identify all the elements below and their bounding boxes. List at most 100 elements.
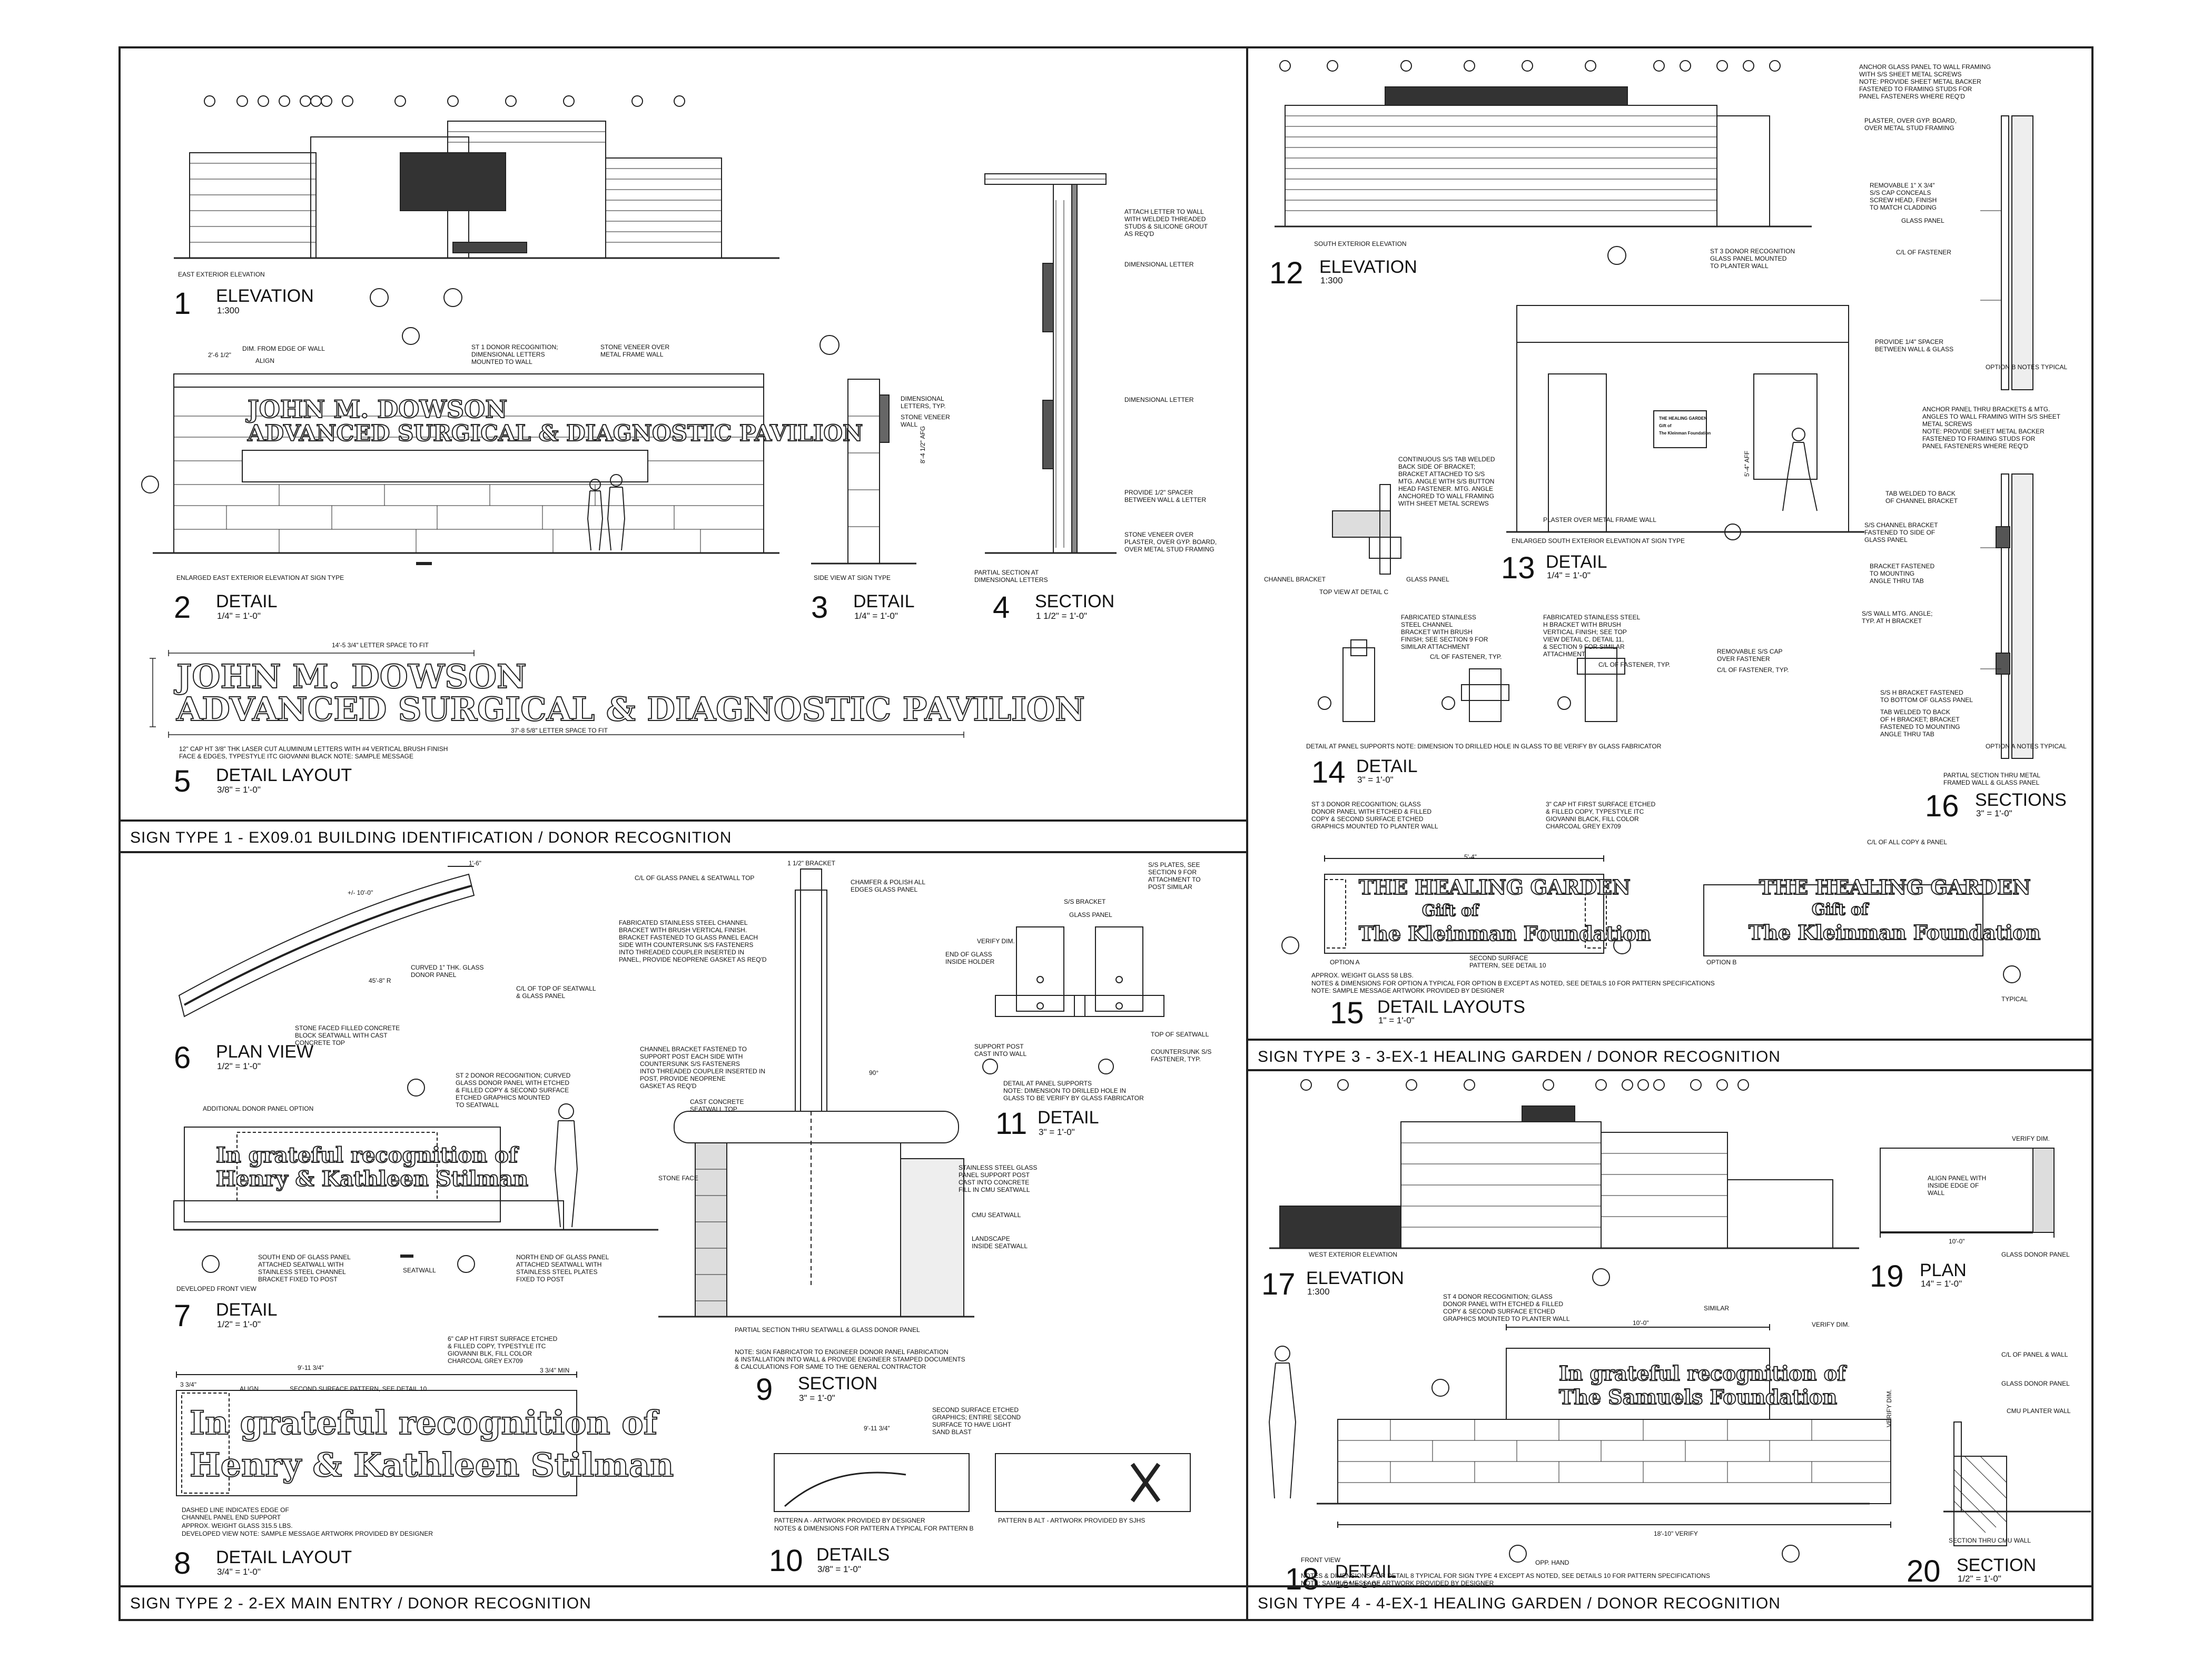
note-verify-dim: VERIFY DIM. bbox=[977, 937, 1015, 945]
section-20-drawing bbox=[1943, 1421, 2091, 1546]
view-title-14: DETAIL bbox=[1356, 756, 1418, 776]
note-attach-letter: ATTACH LETTER TO WALL WITH WELDED THREAD… bbox=[1124, 208, 1208, 238]
note-ss-wall-angle: S/S WALL MTG. ANGLE; TYP. AT H BRACKET bbox=[1862, 610, 1933, 625]
note-stone-veneer: STONE VENEER OVER METAL FRAME WALL bbox=[600, 343, 670, 358]
note-similar: SIMILAR bbox=[1704, 1305, 1730, 1312]
note-cmu-planter: CMU PLANTER WALL bbox=[2007, 1407, 2071, 1415]
view-number-14: 14 bbox=[1311, 755, 1346, 789]
dim-9-11-b: 9'-11 3/4" bbox=[864, 1425, 890, 1432]
developed-front-label: DEVELOPED FRONT VIEW bbox=[176, 1285, 256, 1292]
dim-bottom: 37'-8 5/8" LETTER SPACE TO FIT bbox=[511, 727, 608, 734]
view-title-19: PLAN bbox=[1920, 1260, 1967, 1280]
view-number-15: 15 bbox=[1330, 996, 1364, 1030]
note-ss-channel: S/S CHANNEL BRACKET FASTENED TO SIDE OF … bbox=[1864, 521, 1938, 544]
note-top-seatwall: TOP OF SEATWALL bbox=[1151, 1031, 1209, 1038]
note-glass-panel-16: GLASS PANEL bbox=[1901, 217, 1944, 224]
mini-panel-line1: THE HEALING GARDEN bbox=[1659, 416, 1707, 421]
human-figures bbox=[587, 474, 626, 551]
view-number-4: 4 bbox=[993, 590, 1010, 625]
note-st1: ST 1 DONOR RECOGNITION; DIMENSIONAL LETT… bbox=[471, 343, 558, 366]
dim-3-3-4: 3 3/4" bbox=[180, 1381, 196, 1388]
note-second-surface-pattern: SECOND SURFACE PATTERN, SEE DETAIL 10 bbox=[1469, 954, 1546, 969]
note-fab-h-bracket: FABRICATED STAINLESS STEEL H BRACKET WIT… bbox=[1543, 614, 1641, 658]
partial-section-label: PARTIAL SECTION AT DIMENSIONAL LETTERS bbox=[974, 569, 1048, 584]
note-stone-veneer-over: STONE VENEER OVER PLASTER, OVER GYP. BOA… bbox=[1124, 531, 1217, 553]
note-chamfer: CHAMFER & POLISH ALL EDGES GLASS PANEL bbox=[851, 878, 926, 893]
dim-edge-of-wall: DIM. FROM EDGE OF WALL bbox=[242, 345, 325, 352]
view-number-6: 6 bbox=[174, 1041, 191, 1075]
note-pattern-b: PATTERN B ALT - ARTWORK PROVIDED BY SJHS bbox=[998, 1517, 1146, 1524]
detail-14-drawing bbox=[1318, 639, 1625, 722]
side-view-label: SIDE VIEW AT SIGN TYPE bbox=[814, 574, 891, 581]
note-cap-3: 3" CAP HT FIRST SURFACE ETCHED & FILLED … bbox=[1546, 801, 1656, 830]
dim-verify-19: VERIFY DIM. bbox=[2012, 1135, 2050, 1142]
view-scale-1: 1:300 bbox=[217, 305, 240, 315]
section-marker bbox=[141, 476, 159, 493]
note-anchor-glass: ANCHOR GLASS PANEL TO WALL FRAMING WITH … bbox=[1859, 63, 1991, 100]
view-number-9: 9 bbox=[756, 1372, 773, 1407]
note-plaster-gyp: PLASTER, OVER GYP. BOARD, OVER METAL STU… bbox=[1864, 117, 1957, 132]
dim-verify-18: VERIFY DIM. bbox=[1812, 1321, 1850, 1328]
note-support-post: SUPPORT POST CAST INTO WALL bbox=[974, 1043, 1027, 1058]
view-number-2: 2 bbox=[174, 590, 191, 625]
dim-top: 14'-5 3/4" LETTER SPACE TO FIT bbox=[332, 641, 429, 649]
note-cl-top: C/L OF TOP OF SEATWALL & GLASS PANEL bbox=[516, 985, 596, 1000]
note-pattern-a: PATTERN A - ARTWORK PROVIDED BY DESIGNER bbox=[774, 1517, 925, 1524]
dim-verify-vertical: VERIFY DIM. bbox=[1885, 1389, 1893, 1427]
view-scale-20: 1/2" = 1'-0" bbox=[1958, 1574, 2001, 1584]
dim-min: 3 3/4" MIN bbox=[540, 1367, 570, 1374]
note-cl-all-copy: C/L OF ALL COPY & PANEL bbox=[1867, 838, 1948, 846]
view-number-20: 20 bbox=[1907, 1554, 1941, 1588]
note-weight-3: APPROX. WEIGHT GLASS 58 LBS. bbox=[1311, 972, 1414, 979]
view-scale-12: 1:300 bbox=[1320, 275, 1343, 285]
note-align-8: ALIGN bbox=[240, 1385, 259, 1393]
view-number-12: 12 bbox=[1269, 256, 1303, 290]
note-channel-bracket-3: CHANNEL BRACKET bbox=[1264, 576, 1326, 583]
enlarged-east-label: ENLARGED EAST EXTERIOR ELEVATION AT SIGN… bbox=[176, 574, 344, 581]
note-detail-panel-supports: DETAIL AT PANEL SUPPORTS NOTE: DIMENSION… bbox=[1003, 1080, 1144, 1102]
title-band-sign-type-4: SIGN TYPE 4 - 4-EX-1 HEALING GARDEN / DO… bbox=[1248, 1585, 2091, 1619]
sign1-spec: 12" CAP HT 3/8" THK LASER CUT ALUMINUM L… bbox=[179, 745, 448, 760]
south-elevation-label: SOUTH EXTERIOR ELEVATION bbox=[1314, 240, 1407, 248]
note-glass-panel-3: GLASS PANEL bbox=[1406, 576, 1449, 583]
view-number-19: 19 bbox=[1870, 1259, 1904, 1293]
view-title-1: ELEVATION bbox=[216, 286, 314, 306]
detail-layouts-15-drawing bbox=[1281, 855, 2021, 983]
option-b-line2: Gift of bbox=[1811, 900, 1869, 920]
view-title-3: DETAIL bbox=[853, 591, 915, 611]
dim-aff: 8'-4 1/2" AFG bbox=[919, 426, 926, 463]
note-opp-hand: OPP. HAND bbox=[1535, 1559, 1569, 1566]
view-scale-14: 3" = 1'-0" bbox=[1357, 775, 1394, 785]
side-view-drawing bbox=[811, 335, 916, 565]
donor-line2-layout: Henry & Kathleen Stilman bbox=[189, 1445, 674, 1485]
human-figure bbox=[1782, 428, 1818, 511]
note-notes-dim: NOTES & DIMENSIONS FOR PATTERN A TYPICAL… bbox=[774, 1525, 974, 1532]
note-second-surface-8: SECOND SURFACE PATTERN, SEE DETAIL 10 bbox=[290, 1385, 427, 1393]
dim-10-0: 10'-0" bbox=[1633, 1319, 1649, 1327]
sheet-divider-vertical bbox=[1246, 46, 1248, 1621]
section-cmu-label: SECTION THRU CMU WALL bbox=[1949, 1537, 2031, 1544]
section-marker bbox=[370, 288, 389, 307]
note-curved-glass: CURVED 1" THK. GLASS DONOR PANEL bbox=[411, 964, 484, 979]
note-align: ALIGN bbox=[255, 357, 275, 364]
drawing-sheet-border bbox=[118, 46, 2094, 1621]
note-removable-1x3: REMOVABLE 1" X 3/4" S/S CAP CONCEALS SCR… bbox=[1870, 182, 1937, 211]
option-a-line3: The Kleinman Foundation bbox=[1358, 921, 1651, 946]
detail-11-drawing bbox=[982, 926, 1164, 1074]
note-removable-cap: REMOVABLE S/S CAP OVER FASTENER bbox=[1717, 648, 1783, 663]
view-scale-13: 1/4" = 1'-0" bbox=[1547, 570, 1591, 580]
title-band-sign-type-2: SIGN TYPE 2 - 2-EX MAIN ENTRY / DONOR RE… bbox=[121, 1585, 1246, 1619]
mini-panel-line3: The Kleinman Foundation bbox=[1659, 431, 1711, 436]
human-figure bbox=[1268, 1346, 1297, 1499]
dim-9-11: 9'-11 3/4" bbox=[298, 1364, 324, 1371]
note-plaster-wall: PLASTER OVER METAL FRAME WALL bbox=[1543, 516, 1656, 524]
view-number-7: 7 bbox=[174, 1299, 191, 1333]
note-seatwall: SEATWALL bbox=[403, 1267, 436, 1274]
note-st2: ST 2 DONOR RECOGNITION; CURVED GLASS DON… bbox=[456, 1072, 571, 1109]
note-tab-back: TAB WELDED TO BACK OF H BRACKET; BRACKET… bbox=[1880, 708, 1960, 738]
note-cl-fastener-14c: C/L OF FASTENER, TYP. bbox=[1717, 666, 1789, 674]
view-title-13: DETAIL bbox=[1546, 552, 1607, 572]
west-elevation-label: WEST EXTERIOR ELEVATION bbox=[1309, 1251, 1398, 1258]
east-exterior-elevation-drawing bbox=[174, 95, 779, 307]
note-st3-donor-glass: ST 3 DONOR RECOGNITION; GLASS DONOR PANE… bbox=[1311, 801, 1438, 830]
